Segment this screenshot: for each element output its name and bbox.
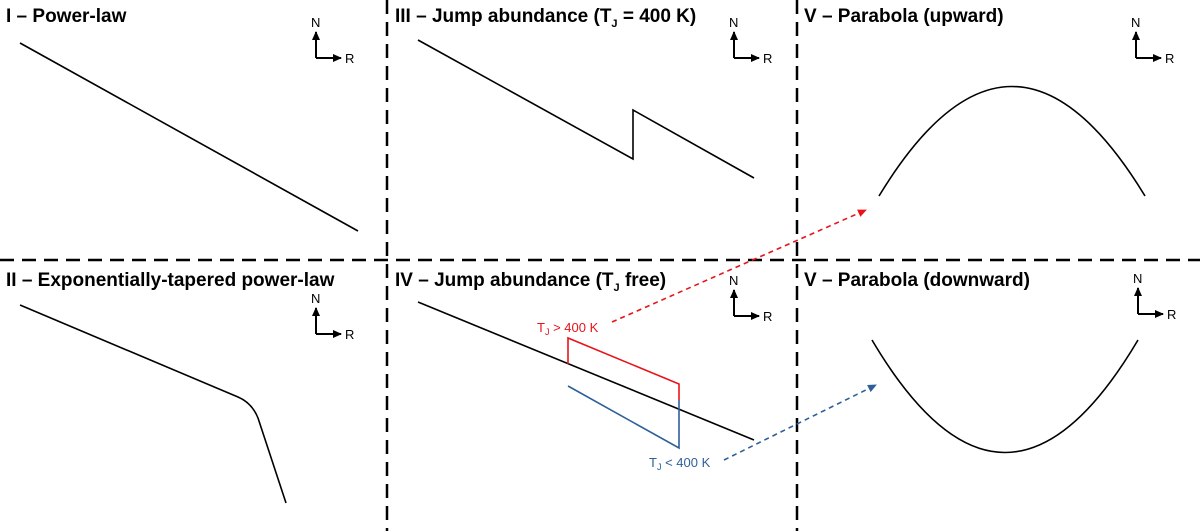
parabola-downward-curve bbox=[871, 339, 1139, 454]
jump-above-curve bbox=[567, 336, 680, 400]
tapered-power-law-curve bbox=[19, 304, 287, 504]
axis-label-r: R bbox=[345, 327, 354, 342]
arrow-below-to-downward-parabola bbox=[723, 384, 877, 461]
axes-glyph-II: N R bbox=[311, 291, 354, 342]
axes-glyph-V-up: N R bbox=[1131, 15, 1174, 66]
axis-label-n: N bbox=[1131, 15, 1140, 30]
axis-label-r: R bbox=[345, 51, 354, 66]
panel-title-exp-tapered: II – Exponentially-tapered power-law bbox=[6, 270, 335, 291]
axes-glyph-IV: N R bbox=[729, 273, 772, 324]
annotation-below-label: TJ < 400 K bbox=[649, 455, 711, 472]
axis-label-r: R bbox=[1165, 51, 1174, 66]
axes-glyph-I: N R bbox=[311, 15, 354, 66]
power-law-curve bbox=[19, 42, 359, 232]
axis-label-r: R bbox=[763, 309, 772, 324]
axis-label-n: N bbox=[729, 273, 738, 288]
axis-label-n: N bbox=[729, 15, 738, 30]
axis-label-n: N bbox=[1133, 271, 1142, 286]
axis-label-r: R bbox=[763, 51, 772, 66]
panel-title-jump-free: IV – Jump abundance (TJ free) bbox=[395, 270, 667, 294]
axis-label-n: N bbox=[311, 291, 320, 306]
panel-title-jump-fixed: III – Jump abundance (TJ = 400 K) bbox=[395, 6, 697, 30]
axes-glyph-III: N R bbox=[729, 15, 772, 66]
panel-title-power-law: I – Power-law bbox=[6, 6, 127, 27]
arrow-above-to-upward-parabola bbox=[611, 209, 867, 323]
annotation-above-label: TJ > 400 K bbox=[537, 320, 599, 337]
panel-title-parabola-down: V – Parabola (downward) bbox=[804, 270, 1030, 291]
jump-abundance-curve bbox=[417, 39, 755, 179]
axis-label-n: N bbox=[311, 15, 320, 30]
panel-title-parabola-up: V – Parabola (upward) bbox=[804, 6, 1004, 27]
jump-free-baseline bbox=[417, 301, 755, 441]
jump-below-curve bbox=[567, 385, 680, 450]
axis-label-r: R bbox=[1167, 307, 1176, 322]
axes-glyph-V-down: N R bbox=[1133, 271, 1176, 322]
parabola-upward-curve bbox=[878, 85, 1146, 197]
